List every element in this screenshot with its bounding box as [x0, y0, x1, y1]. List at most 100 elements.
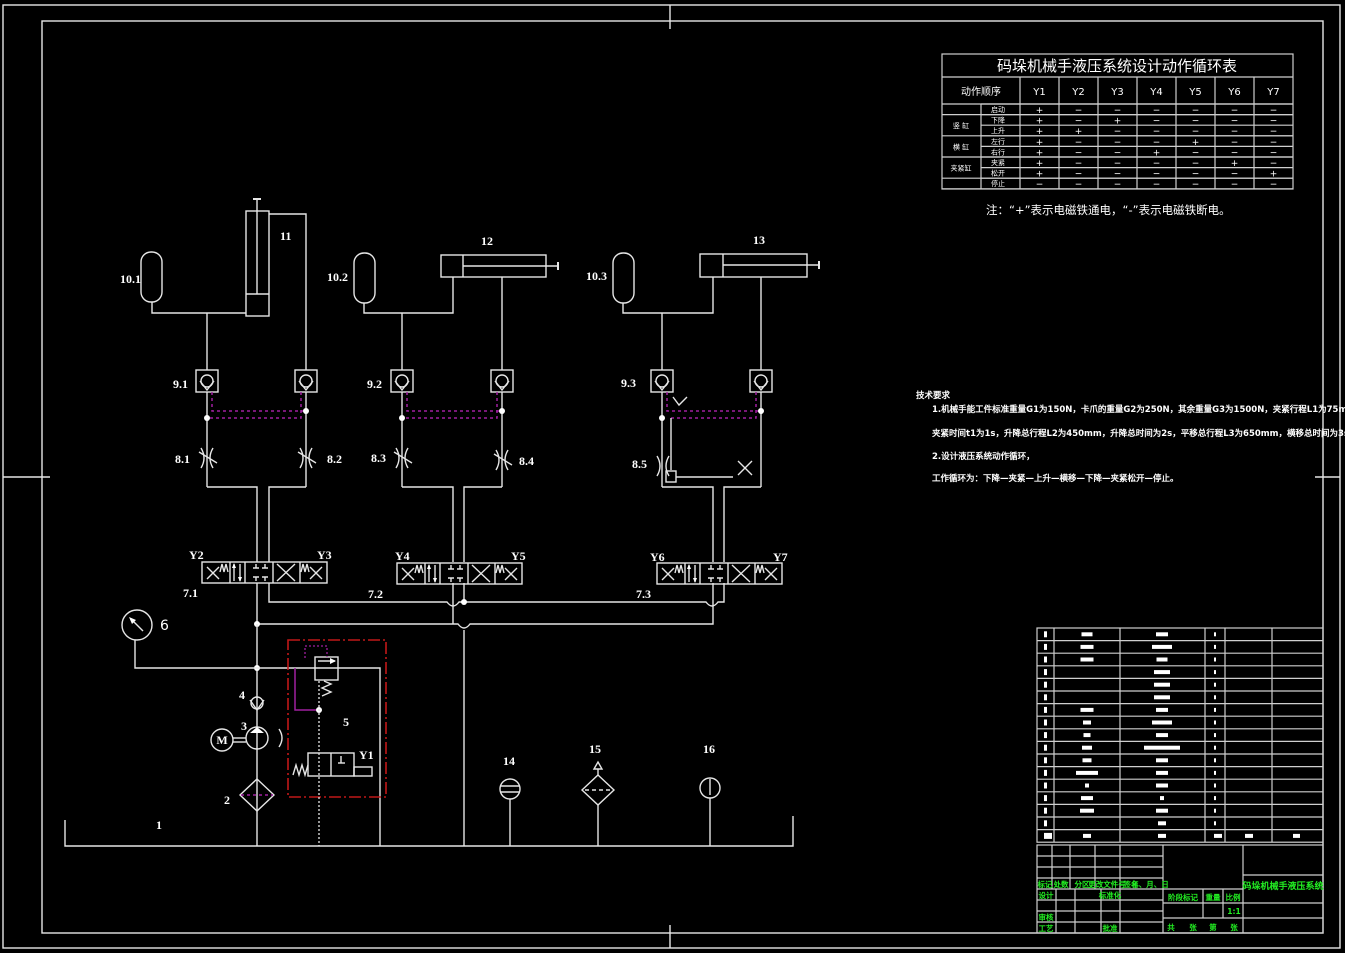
- parts-list-bar: [1044, 807, 1047, 814]
- cell-y6: −: [1231, 170, 1239, 180]
- cycle-table-note: 注：“+”表示电磁铁通电，“-”表示电磁铁断电。: [986, 203, 1231, 217]
- parts-list-bar: [1156, 632, 1168, 637]
- cell-y6: −: [1231, 106, 1239, 116]
- tb-sheet-no: 第: [1209, 922, 1217, 932]
- cell-y5: −: [1192, 170, 1200, 180]
- parts-list-bar: [1214, 821, 1216, 826]
- technical-requirements: 技术要求 1.机械手能工件标准重量G1为150N，卡爪的重量G2为250N，其余…: [916, 390, 1345, 484]
- row-action-label: 松开: [991, 169, 1005, 178]
- component-14: [499, 778, 521, 846]
- label-8-2: 8.2: [327, 452, 342, 466]
- parts-list-bar: [1044, 669, 1047, 676]
- parts-list-bar: [1044, 732, 1047, 739]
- cell-y7: −: [1270, 159, 1278, 169]
- label-y1: Y1: [359, 748, 374, 762]
- parts-list-bar: [1044, 820, 1047, 827]
- accumulator-10-1: [140, 251, 163, 303]
- tb-change-doc: 更改文件号: [1088, 879, 1126, 889]
- label-10-2: 10.2: [327, 270, 348, 284]
- pressure-return-lines: [134, 583, 725, 846]
- tb-date: 年、月、日: [1131, 879, 1169, 889]
- tank-1: [64, 816, 794, 847]
- column-header-y6: Y6: [1227, 87, 1240, 98]
- label-5: 5: [343, 715, 349, 729]
- cell-y5: −: [1192, 148, 1200, 158]
- cell-y2: −: [1075, 148, 1083, 158]
- cell-y2: −: [1075, 180, 1083, 190]
- pilot-check-valve-9-1: [195, 369, 318, 393]
- parts-list-bar: [1214, 745, 1216, 750]
- column-header-y3: Y3: [1110, 87, 1123, 98]
- label-3: 3: [241, 719, 247, 733]
- cycle-table-action-header: 动作顺序: [961, 85, 1001, 98]
- row-group-label: 夹紧缸: [951, 164, 972, 173]
- circuit-vertical: 10.1 11 9.1 8.1 8.2: [120, 198, 342, 562]
- cell-y4: −: [1153, 170, 1161, 180]
- label-6: 6: [160, 618, 169, 634]
- accumulator-10-3: [612, 252, 635, 304]
- parts-list-bar: [1081, 796, 1093, 801]
- label-8-5: 8.5: [632, 457, 647, 471]
- parts-list-bar: [1080, 657, 1094, 662]
- cell-y2: −: [1075, 159, 1083, 169]
- parts-list-bar: [1214, 670, 1216, 675]
- label-y4: Y4: [395, 549, 410, 563]
- parts-list-bar: [1080, 644, 1094, 649]
- parts-list-bar: [1081, 632, 1093, 637]
- parts-list-bar: [1156, 808, 1168, 813]
- cell-y2: −: [1075, 117, 1083, 127]
- row-action-label: 启动: [991, 105, 1005, 114]
- directional-valve-7-2: [396, 562, 523, 585]
- cell-y1: +: [1036, 106, 1044, 116]
- parts-list-bar: [1044, 719, 1047, 726]
- cell-y6: −: [1231, 127, 1239, 137]
- directional-valve-7-1: [201, 561, 328, 584]
- tech-heading: 技术要求: [916, 390, 951, 401]
- parts-list-bar: [1214, 808, 1216, 813]
- parts-list-bar: [1144, 745, 1180, 750]
- label-11: 11: [280, 229, 291, 243]
- tb-stage-mark: 阶段标记: [1168, 892, 1198, 902]
- parts-list-bar: [1154, 670, 1170, 675]
- cell-y4: −: [1153, 106, 1161, 116]
- row-action-label: 下降: [991, 116, 1005, 125]
- cycle-table-title: 码垛机械手液压系统设计动作循环表: [997, 57, 1237, 75]
- cell-y3: +: [1114, 117, 1122, 127]
- label-10-3: 10.3: [586, 269, 607, 283]
- tech-line-1: 1.机械手能工件标准重量G1为150N，卡爪的重量G2为250N，其余重量G3为…: [932, 404, 1345, 415]
- parts-list-bar: [1083, 833, 1091, 838]
- cell-y4: +: [1153, 148, 1161, 158]
- parts-list-bar: [1044, 694, 1047, 701]
- cell-y6: −: [1231, 138, 1239, 148]
- throttle-8-5: [656, 455, 670, 477]
- cell-y7: −: [1270, 117, 1278, 127]
- pilot-check-valve-9-3: [650, 369, 773, 393]
- tb-total: 共: [1167, 922, 1175, 932]
- label-4: 4: [239, 688, 245, 702]
- cell-y1: +: [1036, 117, 1044, 127]
- pilot-check-valve-9-2: [390, 369, 514, 393]
- cell-y3: −: [1114, 159, 1122, 169]
- tb-count: 处数: [1053, 879, 1070, 889]
- parts-list-bar: [1214, 758, 1216, 763]
- parts-list-bar: [1080, 707, 1094, 712]
- tech-line-4: 工作循环为：下降—夹紧—上升—横移—下降—夹紧松开—停止。: [932, 473, 1179, 484]
- cell-y4: −: [1153, 180, 1161, 190]
- component-15-air-filter: [580, 760, 616, 846]
- label-8-3: 8.3: [371, 451, 386, 465]
- check-valve-4: [249, 696, 265, 712]
- cell-y6: −: [1231, 117, 1239, 127]
- cell-y4: −: [1153, 127, 1161, 137]
- label-13: 13: [753, 233, 765, 247]
- tb-sheets-2: 张: [1230, 923, 1238, 932]
- cell-y5: −: [1192, 106, 1200, 116]
- cell-y7: −: [1270, 138, 1278, 148]
- label-9-1: 9.1: [173, 377, 188, 391]
- cell-y7: +: [1270, 170, 1278, 180]
- parts-list-bar: [1044, 795, 1047, 802]
- parts-list-bar: [1214, 770, 1216, 775]
- row-group-label: 竖 缸: [953, 121, 969, 130]
- tb-process: 工艺: [1039, 923, 1055, 933]
- label-7-3: 7.3: [636, 587, 651, 601]
